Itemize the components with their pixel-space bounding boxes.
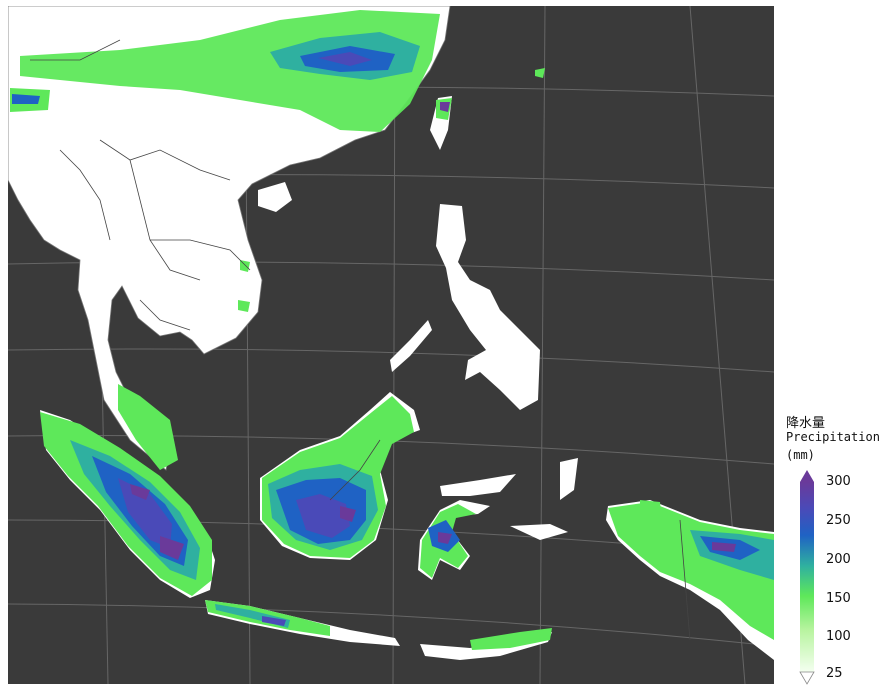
legend-max-arrow bbox=[800, 470, 814, 482]
precipitation-map bbox=[8, 6, 774, 684]
halmahera bbox=[560, 458, 578, 500]
legend-colorbar bbox=[799, 470, 815, 685]
maluku-islands bbox=[440, 474, 516, 496]
legend-tick-200: 200 bbox=[826, 552, 851, 567]
legend-tick-100: 100 bbox=[826, 629, 851, 644]
philippines bbox=[436, 204, 540, 410]
hainan-island bbox=[258, 182, 292, 212]
legend-min-arrow bbox=[799, 671, 815, 685]
borders bbox=[30, 39, 691, 641]
legend-tick-300: 300 bbox=[826, 474, 851, 489]
legend-title-japanese: 降水量 bbox=[786, 416, 826, 431]
legend-tick-150: 150 bbox=[826, 591, 851, 606]
legend-tick-250: 250 bbox=[826, 513, 851, 528]
palawan bbox=[390, 320, 432, 372]
seram bbox=[510, 524, 568, 540]
precipitation-legend: 降水量 Precipitation (mm) 300 250 200 150 1… bbox=[780, 408, 892, 686]
legend-tick-25: 25 bbox=[826, 666, 843, 681]
legend-unit: (mm) bbox=[786, 448, 815, 462]
legend-title-english: Precipitation bbox=[786, 430, 880, 444]
precipitation-overlay bbox=[10, 10, 774, 650]
